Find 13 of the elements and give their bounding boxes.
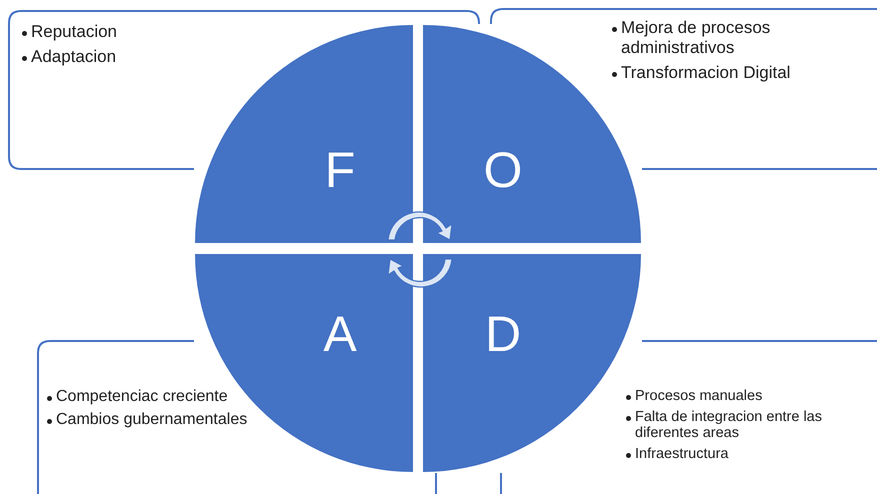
bullet-text: Mejora de procesos administrativos xyxy=(621,18,772,58)
bullet-text: Cambios gubernamentales xyxy=(56,411,248,429)
quadrant-letter: F xyxy=(324,145,356,195)
bullet-text: Transformacion Digital xyxy=(621,63,790,83)
quadrant-letter: A xyxy=(323,309,357,359)
quadrant-letter: O xyxy=(484,145,522,195)
bullet-text: Infraestructura xyxy=(635,446,728,462)
bullet-text: Competenciac creciente xyxy=(56,388,228,406)
bullet-text: Procesos manuales xyxy=(635,388,762,404)
bullet-text: Falta de integracion entre las diferentes areas xyxy=(635,409,823,441)
bullet-text: Adaptacion xyxy=(31,47,116,67)
bullet-text: Reputacion xyxy=(31,22,118,42)
quadrant-letter: D xyxy=(484,309,522,359)
